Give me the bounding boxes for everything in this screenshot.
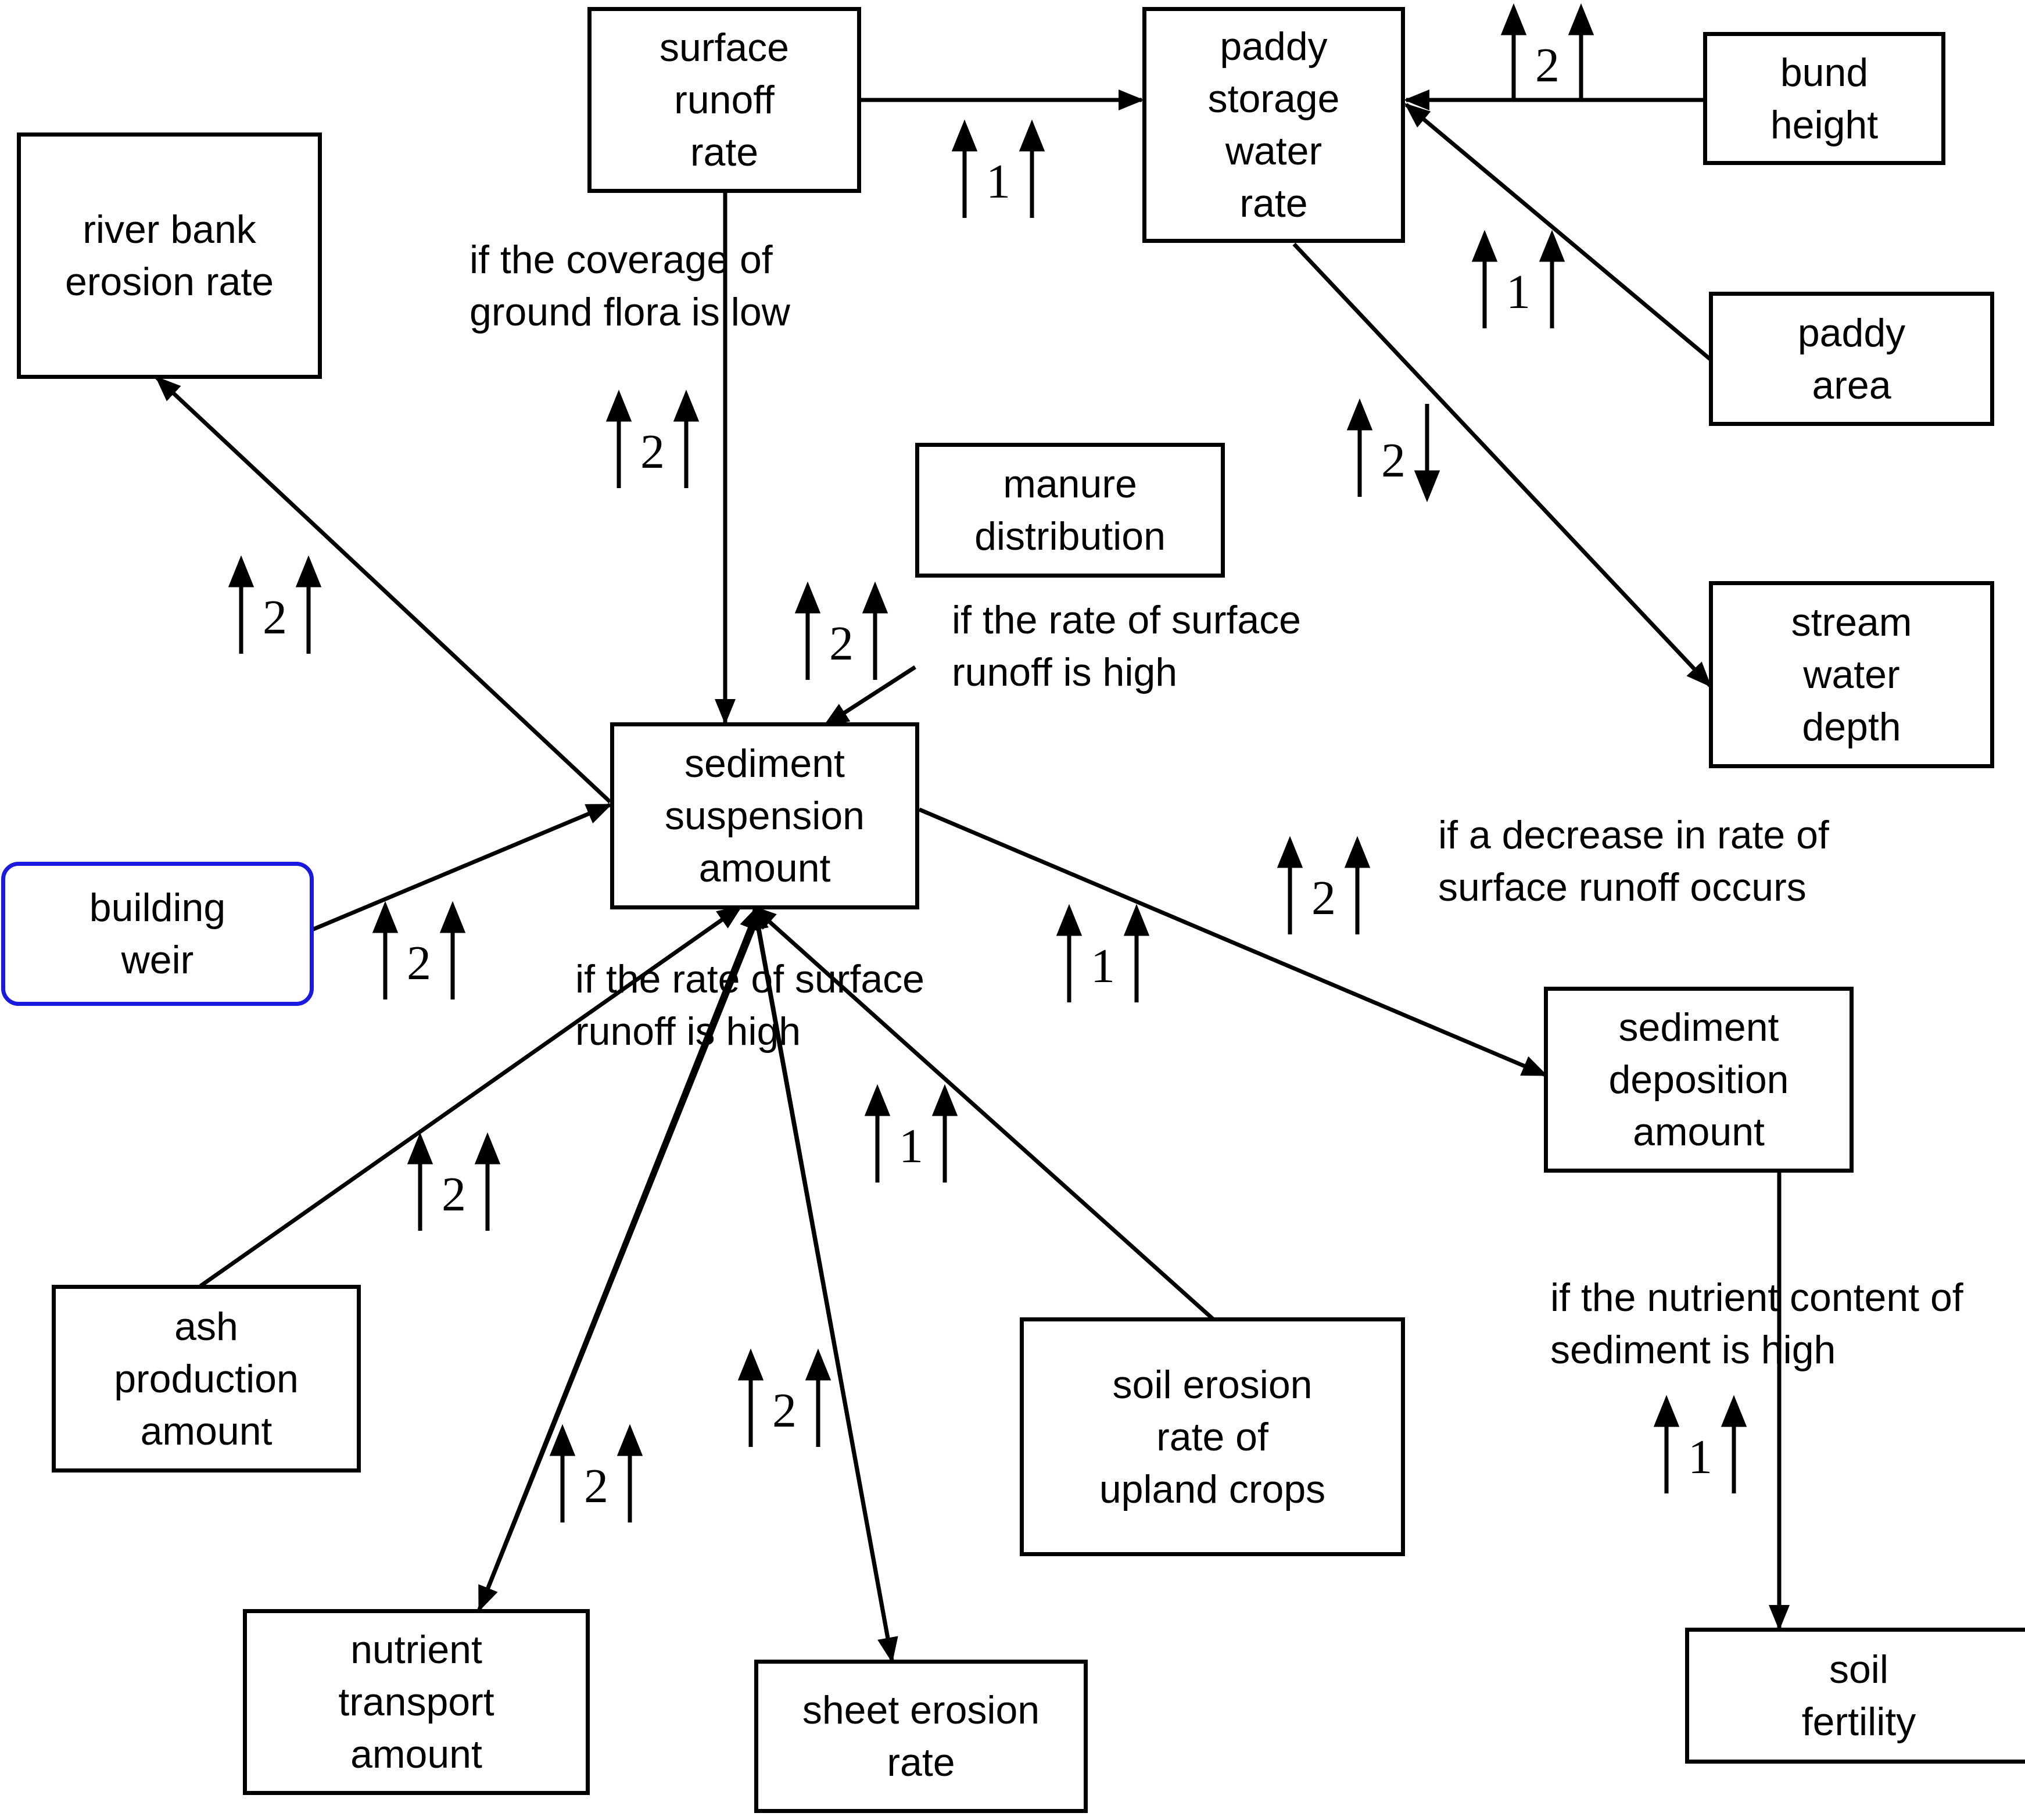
indicator-sediment-suspension-to-river-bank: 2 <box>228 555 322 654</box>
relation-level-label: 2 <box>772 1384 797 1438</box>
up-arrow-icon <box>1500 3 1527 102</box>
relation-level-label: 2 <box>407 936 431 990</box>
relation-level-label: 2 <box>1535 38 1560 92</box>
link-paddy-storage-to-stream-depth <box>1292 242 1712 687</box>
relation-level-label: 2 <box>1311 871 1336 925</box>
node-bund-height: bund height <box>1703 32 1945 165</box>
indicator-ash-to-sediment-suspension: 2 <box>407 1132 501 1231</box>
up-arrow-icon <box>1568 3 1594 102</box>
up-arrow-icon <box>439 901 466 999</box>
relation-level-label: 2 <box>640 425 665 479</box>
up-arrow-icon <box>228 555 255 654</box>
node-nutrient-transport-amount: nutrient transport amount <box>243 1609 590 1795</box>
relation-level-label: 2 <box>263 590 287 644</box>
indicator-sediment-suspension-to-sheet-erosion: 2 <box>737 1348 831 1447</box>
up-arrow-icon <box>1721 1395 1747 1493</box>
link-paddy-area-to-paddy-storage <box>1404 103 1712 361</box>
link-sediment-suspension-to-deposition <box>918 807 1548 1077</box>
indicator-paddy-area-to-paddy-storage: 1 <box>1471 230 1565 328</box>
indicator-layer: 1 2 1 2 2 2 2 2 1 2 1 2 2 2 1 <box>228 3 1747 1522</box>
up-arrow-icon <box>1019 119 1045 218</box>
relation-level-label: 1 <box>899 1119 923 1173</box>
up-arrow-icon <box>1539 230 1565 328</box>
node-sheet-erosion-rate: sheet erosion rate <box>754 1660 1088 1813</box>
up-arrow-icon <box>372 901 399 999</box>
relation-level-label: 2 <box>829 617 854 671</box>
up-arrow-icon <box>862 581 888 680</box>
up-arrow-icon <box>1346 398 1373 497</box>
up-arrow-icon <box>864 1084 891 1183</box>
indicator-deposition-to-soil-fertility: 1 <box>1653 1395 1747 1493</box>
relation-level-label: 1 <box>1688 1430 1712 1484</box>
link-weir-to-sediment-suspension <box>311 802 612 932</box>
node-manure-distribution: manure distribution <box>915 443 1225 578</box>
link-upland-erosion-to-sediment-suspension <box>751 905 1216 1322</box>
indicator-sediment-suspension-to-nutrient-transport: 2 <box>549 1424 643 1522</box>
node-surface-runoff-rate: surface runoff rate <box>587 7 861 193</box>
node-paddy-area: paddy area <box>1709 292 1994 426</box>
indicator-manure-to-sediment-suspension: 2 <box>794 581 888 680</box>
indicator-runoff-to-paddy-storage: 1 <box>951 119 1045 218</box>
node-sediment-deposition-amount: sediment deposition amount <box>1544 987 1854 1173</box>
relation-level-label: 2 <box>584 1459 608 1513</box>
relation-level-label: 1 <box>986 155 1010 209</box>
indicator-upland-erosion-to-sediment-suspension: 1 <box>864 1084 958 1183</box>
up-arrow-icon <box>1277 836 1303 934</box>
up-arrow-icon <box>931 1084 958 1183</box>
up-arrow-icon <box>617 1424 643 1522</box>
relation-level-label: 2 <box>1381 433 1406 488</box>
condition-runoff-high-center: if the rate of surface runoff is high <box>575 957 924 1054</box>
node-stream-water-depth: stream water depth <box>1709 581 1994 768</box>
up-arrow-icon <box>549 1424 576 1522</box>
link-ash-to-sediment-suspension <box>199 905 743 1288</box>
link-manure-to-sediment-suspension <box>823 665 916 727</box>
up-arrow-icon <box>295 555 322 654</box>
up-arrow-icon <box>1653 1395 1680 1493</box>
up-arrow-icon <box>951 119 978 218</box>
up-arrow-icon <box>805 1348 831 1447</box>
condition-runoff-decrease: if a decrease in rate of surface runoff … <box>1438 813 1829 909</box>
up-arrow-icon <box>1471 230 1498 328</box>
node-paddy-storage-water-rate: paddy storage water rate <box>1142 7 1405 243</box>
condition-nutrient-content-high: if the nutrient content of sediment is h… <box>1550 1276 1963 1372</box>
node-soil-erosion-rate-upland-crops: soil erosion rate of upland crops <box>1020 1317 1405 1556</box>
down-arrow-icon <box>1414 404 1440 503</box>
relation-level-label: 1 <box>1506 265 1531 319</box>
node-ash-production-amount: ash production amount <box>52 1285 361 1473</box>
relation-level-label: 1 <box>1091 939 1115 993</box>
link-nutrient-transport-to-sediment-suspension <box>477 904 761 1611</box>
node-river-bank-erosion-rate: river bank erosion rate <box>17 132 322 379</box>
up-arrow-icon <box>1344 836 1371 934</box>
relation-level-label: 2 <box>442 1167 466 1221</box>
up-arrow-icon <box>737 1348 764 1447</box>
up-arrow-icon <box>474 1132 501 1231</box>
up-arrow-icon <box>673 389 700 488</box>
up-arrow-icon <box>1056 904 1083 1002</box>
up-arrow-icon <box>605 389 632 488</box>
up-arrow-icon <box>407 1132 433 1231</box>
indicator-paddy-storage-to-stream-depth: 2 <box>1346 398 1440 503</box>
up-arrow-icon <box>1123 904 1150 1002</box>
indicator-runoff-to-sediment-suspension: 2 <box>605 389 700 488</box>
condition-runoff-high-manure: if the rate of surface runoff is high <box>952 598 1301 694</box>
up-arrow-icon <box>794 581 821 680</box>
link-sheet-erosion-to-sediment-suspension <box>748 904 894 1661</box>
link-sediment-suspension-to-river-bank <box>155 376 612 804</box>
indicator-bund-to-paddy-storage: 2 <box>1500 3 1594 102</box>
node-building-weir: building weir <box>1 862 314 1006</box>
condition-ground-flora-low: if the coverage of ground flora is low <box>469 238 790 334</box>
node-soil-fertility: soil fertility <box>1685 1628 2025 1764</box>
indicator-deposition-decrease-runoff: 2 <box>1277 836 1371 934</box>
node-sediment-suspension-amount: sediment suspension amount <box>610 722 919 909</box>
indicator-weir-to-sediment-suspension: 2 <box>372 901 466 999</box>
indicator-sediment-suspension-to-deposition: 1 <box>1056 904 1150 1002</box>
